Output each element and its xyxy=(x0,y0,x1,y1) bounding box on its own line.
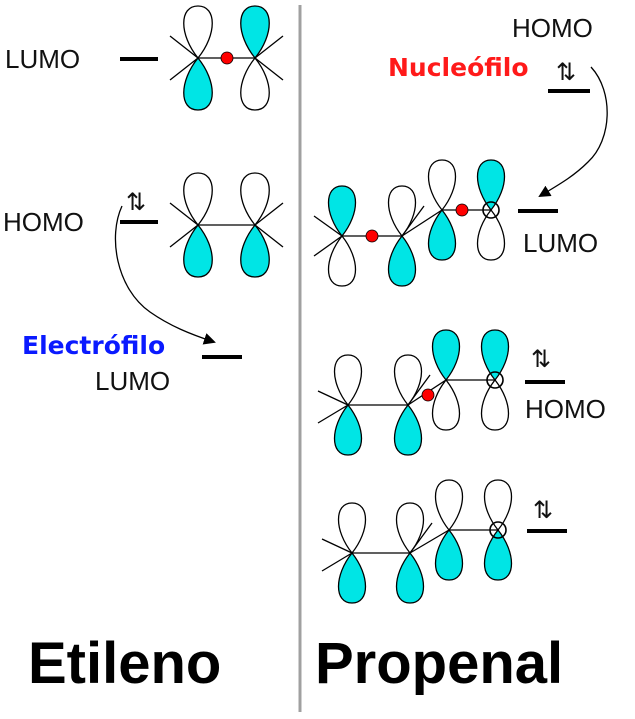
propenal-homo-top-spin: ⇅ xyxy=(556,58,576,86)
propenal-lowest-orbital-4-lower-lobe xyxy=(484,528,512,581)
etileno-homo-orbital-2-lower-lobe xyxy=(240,223,270,278)
propenal-homo-orbital-1-upper-lobe xyxy=(334,354,362,407)
propenal-homo-node xyxy=(421,388,435,402)
propenal-lumo-orbital-2 xyxy=(388,185,416,287)
propenal-homo-oxygen xyxy=(486,371,504,389)
propenal-lowest-spin: ⇅ xyxy=(533,496,553,524)
etileno-lumo-orbital-2-upper-lobe xyxy=(240,5,270,60)
propenal-homo-orbital-3 xyxy=(432,329,460,431)
etileno-lumo-label: LUMO xyxy=(5,44,80,74)
propenal-lumo-node-2 xyxy=(455,203,469,217)
propenal-title: Propenal xyxy=(315,631,563,696)
propenal-homo-orbital-1-lower-lobe xyxy=(334,403,362,456)
propenal-lowest-orbital-1 xyxy=(338,502,366,604)
propenal-homo-orbital-4-upper-lobe xyxy=(481,329,509,382)
propenal-lumo-oxygen xyxy=(482,201,500,219)
propenal-lowest-orbital-2-lower-lobe xyxy=(396,551,424,604)
propenal-lumo-orbital-3-upper-lobe xyxy=(428,159,456,212)
propenal-lumo-sub-c xyxy=(401,205,425,237)
propenal-lowest-orbital-3-upper-lobe xyxy=(435,479,463,532)
propenal-lowest-orbital-1-lower-lobe xyxy=(338,551,366,604)
etileno-homo-orbital-1-upper-lobe xyxy=(183,172,213,227)
electrophile-lumo-label: LUMO xyxy=(95,366,170,396)
propenal-lowest-bond-2 xyxy=(409,529,450,554)
propenal-lumo-orbital-1-upper-lobe xyxy=(328,185,356,238)
propenal-lowest-orbital-2-upper-lobe xyxy=(396,502,424,555)
propenal-homo-label: HOMO xyxy=(525,394,606,424)
propenal-homo-top-label: HOMO xyxy=(512,13,593,43)
orbital-lobes xyxy=(183,5,512,604)
propenal-lumo-orbital-4 xyxy=(477,159,505,261)
etileno-title: Etileno xyxy=(28,631,221,696)
propenal-homo-orbital-2-upper-lobe xyxy=(394,354,422,407)
etileno-lumo-orbital-2 xyxy=(240,5,270,111)
etileno-homo-orbital-2 xyxy=(240,172,270,278)
propenal-lumo-orbital-4-lower-lobe xyxy=(477,208,505,261)
propenal-lowest-orbital-4-upper-lobe xyxy=(484,479,512,532)
propenal-lowest-sub-a xyxy=(321,538,353,554)
propenal-homo-orbital-3-lower-lobe xyxy=(432,378,460,431)
etileno-lumo-orbital-1-lower-lobe xyxy=(183,56,213,111)
bond-lines xyxy=(169,35,498,572)
propenal-homo-sub-b xyxy=(317,404,349,424)
etileno-lumo-sub-2a xyxy=(254,35,284,59)
propenal-homo-orbital-4 xyxy=(481,329,509,431)
propenal-lumo-sub-b xyxy=(313,235,343,257)
nucleophile-to-lumo-arrow-propenal xyxy=(538,66,608,198)
etileno-lumo-sub-1a xyxy=(169,35,199,59)
propenal-lumo-orbital-4-upper-lobe xyxy=(477,159,505,212)
homo-to-lumo-arrow-etileno xyxy=(114,205,216,345)
etileno-homo-sub-1a xyxy=(169,202,199,226)
propenal-homo-orbital-4-lower-lobe xyxy=(481,378,509,431)
etileno-lumo-orbital-1 xyxy=(183,5,213,111)
nucleophile-label: Nucleófilo xyxy=(388,53,529,82)
propenal-homo-orbital-2 xyxy=(394,354,422,456)
node-markers xyxy=(220,51,507,539)
propenal-lowest-orbital-3-lower-lobe xyxy=(435,528,463,581)
etileno-lumo-sub-1b xyxy=(169,57,199,81)
propenal-lumo-orbital-3 xyxy=(428,159,456,261)
propenal-lowest-sub-c xyxy=(409,522,433,554)
propenal-homo-spin: ⇅ xyxy=(531,345,551,373)
propenal-homo-orbital-2-lower-lobe xyxy=(394,403,422,456)
etileno-homo-orbital-1-lower-lobe xyxy=(183,223,213,278)
propenal-lowest-orbital-3 xyxy=(435,479,463,581)
etileno-lumo-orbital-1-upper-lobe xyxy=(183,5,213,60)
propenal-lumo-label: LUMO xyxy=(523,228,598,258)
propenal-lumo-orbital-2-upper-lobe xyxy=(388,185,416,238)
etileno-homo-orbital-1 xyxy=(183,172,213,278)
propenal-lowest-oxygen xyxy=(489,521,507,539)
propenal-lowest-orbital-4 xyxy=(484,479,512,581)
etileno-lumo-orbital-2-lower-lobe xyxy=(240,56,270,111)
propenal-lumo-sub-a xyxy=(313,215,343,237)
etileno-lumo-sub-2b xyxy=(254,57,284,81)
etileno-homo-spin: ⇅ xyxy=(126,188,146,216)
etileno-homo-orbital-2-upper-lobe xyxy=(240,172,270,227)
electrophile-label: Electrófilo xyxy=(22,331,165,360)
etileno-homo-sub-1b xyxy=(169,224,199,248)
etileno-homo-sub-2b xyxy=(254,224,284,248)
propenal-lumo-node-1 xyxy=(365,229,379,243)
propenal-lumo-bond-2 xyxy=(401,209,443,237)
propenal-lumo-orbital-2-lower-lobe xyxy=(388,234,416,287)
etileno-homo-label: HOMO xyxy=(3,207,84,237)
propenal-lumo-orbital-1 xyxy=(328,185,356,287)
propenal-homo-sub-c xyxy=(407,374,431,406)
propenal-homo-orbital-3-upper-lobe xyxy=(432,329,460,382)
propenal-lumo-orbital-1-lower-lobe xyxy=(328,234,356,287)
propenal-homo-orbital-1 xyxy=(334,354,362,456)
propenal-lowest-orbital-1-upper-lobe xyxy=(338,502,366,555)
etileno-homo-sub-2a xyxy=(254,202,284,226)
propenal-lowest-orbital-2 xyxy=(396,502,424,604)
etileno-lumo-node xyxy=(220,51,234,65)
propenal-lumo-orbital-3-lower-lobe xyxy=(428,208,456,261)
propenal-lowest-sub-b xyxy=(321,552,353,572)
propenal-homo-sub-a xyxy=(317,390,349,406)
